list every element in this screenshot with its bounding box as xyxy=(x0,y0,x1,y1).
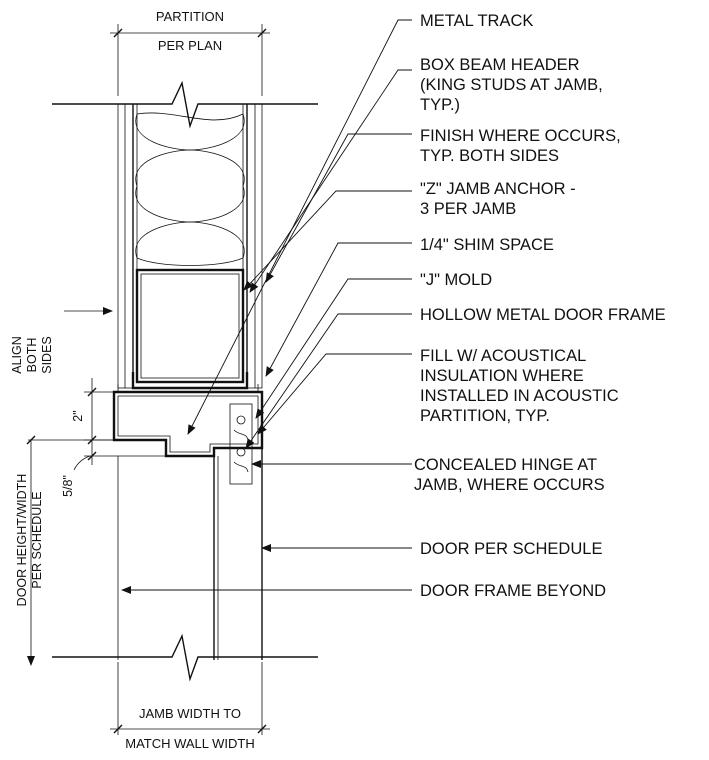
door-height-label-line2: PER SCHEDULE xyxy=(30,491,44,588)
align-label-line1: ALIGN xyxy=(10,336,24,374)
jamb-width-label-line1: JAMB WIDTH TO xyxy=(139,706,241,721)
door-height-dimension: DOOR HEIGHT/WIDTH PER SCHEDULE xyxy=(15,435,44,666)
partition-label-line1: PARTITION xyxy=(156,9,224,24)
five-eighths-label: 5/8" xyxy=(61,475,75,497)
bottom-break-line xyxy=(52,633,318,682)
partition-label-line2: PER PLAN xyxy=(158,38,222,53)
callout-acoustical-insulation: FILL W/ ACOUSTICAL INSULATION WHERE INST… xyxy=(420,347,623,425)
wall-section xyxy=(117,103,263,390)
two-inch-label: 2" xyxy=(71,410,85,421)
metal-track xyxy=(131,372,249,390)
callout-door: DOOR PER SCHEDULE xyxy=(420,540,602,558)
callout-hollow-metal-frame: HOLLOW METAL DOOR FRAME xyxy=(420,306,666,324)
callout-labels: METAL TRACK BOX BEAM HEADER (KING STUDS … xyxy=(414,12,666,600)
align-dimension: ALIGN BOTH SIDES xyxy=(10,307,113,374)
jamb-width-label-line2: MATCH WALL WIDTH xyxy=(125,736,255,751)
callout-finish: FINISH WHERE OCCURS, TYP. BOTH SIDES xyxy=(420,127,625,165)
callout-metal-track: METAL TRACK xyxy=(420,12,533,30)
align-label-line3: SIDES xyxy=(40,336,54,374)
align-label-line2: BOTH xyxy=(25,338,39,373)
door-height-label-line1: DOOR HEIGHT/WIDTH xyxy=(15,474,29,607)
two-inch-dimension: 2" xyxy=(71,378,114,450)
door-leaf xyxy=(117,448,263,660)
hollow-metal-frame xyxy=(112,384,264,458)
box-beam-header xyxy=(135,268,245,384)
jamb-width-dimension: JAMB WIDTH TO MATCH WALL WIDTH xyxy=(110,662,270,751)
callout-z-jamb-anchor: "Z" JAMB ANCHOR - 3 PER JAMB xyxy=(420,180,580,218)
callout-door-frame-beyond: DOOR FRAME BEYOND xyxy=(420,582,606,600)
five-eighths-dimension: 5/8" xyxy=(28,439,166,497)
partition-dimension: PARTITION PER PLAN xyxy=(110,9,270,96)
top-break-line xyxy=(52,80,318,129)
callout-j-mold: "J" MOLD xyxy=(420,271,492,289)
callout-box-beam-header: BOX BEAM HEADER (KING STUDS AT JAMB, TYP… xyxy=(420,56,607,114)
batt-insulation xyxy=(135,112,245,266)
leader-lines xyxy=(121,19,412,594)
callout-shim-space: 1/4" SHIM SPACE xyxy=(420,236,554,254)
callout-concealed-hinge: CONCEALED HINGE AT JAMB, WHERE OCCURS xyxy=(414,456,605,494)
